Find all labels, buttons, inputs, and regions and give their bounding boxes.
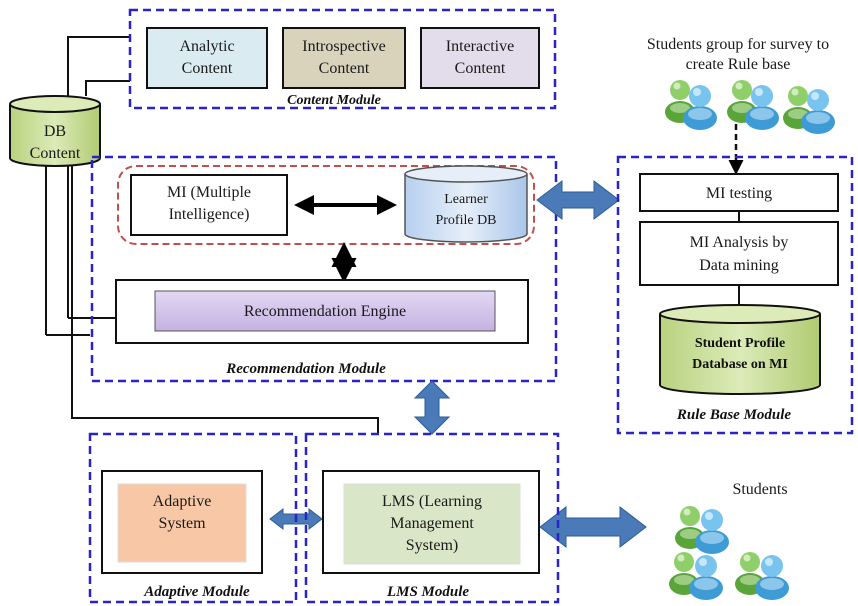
student-profile-db-cylinder: Student Profile Database on MI <box>659 304 821 395</box>
learner-profile-db-cylinder: Learner Profile DB <box>404 165 528 243</box>
introspective-label-line1: Introspective <box>302 38 386 55</box>
students-label: Students <box>732 481 787 498</box>
mi-analysis-box: MI Analysis by Data mining <box>639 221 839 286</box>
lms-line2: Management <box>390 515 474 532</box>
learner-group-highlight <box>117 165 535 245</box>
lms-module-border <box>304 432 560 604</box>
content-module-label: Content Module <box>287 93 381 108</box>
learner-profile-line1: Learner <box>444 192 488 207</box>
recommendation-rulebase-arrow <box>536 179 620 221</box>
student-profile-line2: Database on MI <box>692 357 788 372</box>
recommendation-lms-arrow <box>413 380 451 435</box>
adaptive-module-label: Adaptive Module <box>143 584 250 600</box>
db-content-line1: DB <box>44 123 66 140</box>
interactive-label-line2: Content <box>455 60 506 77</box>
mi-analysis-line1: MI Analysis by <box>690 234 789 251</box>
mi-label-line1: MI (Multiple <box>167 184 251 201</box>
interactive-content-box: Interactive Content <box>420 27 540 89</box>
db-content-cylinder: DB Content <box>9 95 101 167</box>
interactive-label-line1: Interactive <box>446 38 514 55</box>
analytic-label-line1: Analytic <box>179 38 234 55</box>
recommendation-module-label: Recommendation Module <box>225 361 386 377</box>
mi-testing-box: MI testing <box>639 173 839 212</box>
lms-line3: System) <box>406 537 458 554</box>
survey-group-line2: create Rule base <box>686 56 791 73</box>
mi-analysis-line2: Data mining <box>699 257 779 274</box>
mi-label-line2: Intelligence) <box>169 206 250 223</box>
learner-profile-line2: Profile DB <box>435 213 496 228</box>
adaptive-module-border <box>88 432 298 604</box>
mi-testing-label: MI testing <box>706 185 772 202</box>
recommendation-engine-box: Recommendation Engine <box>115 279 529 344</box>
students-icon <box>669 506 789 600</box>
analytic-label-line2: Content <box>182 60 233 77</box>
lms-students-arrow <box>539 505 647 549</box>
adaptive-system-line1: Adaptive <box>153 493 212 510</box>
survey-group-line1: Students group for survey to <box>647 36 829 53</box>
student-profile-line1: Student Profile <box>695 336 785 351</box>
content-module-border <box>128 8 557 110</box>
adaptive-system-box: Adaptive System <box>101 470 263 574</box>
rule-base-module-label: Rule Base Module <box>676 407 792 423</box>
survey-students-icon <box>665 80 835 134</box>
introspective-label-line2: Content <box>319 60 370 77</box>
lms-box: LMS (Learning Management System) <box>322 470 540 574</box>
rule-base-module-border <box>616 155 854 435</box>
lms-module-label: LMS Module <box>386 584 469 600</box>
recommendation-module-border <box>90 155 558 383</box>
recommendation-engine-label: Recommendation Engine <box>244 303 406 320</box>
analytic-content-box: Analytic Content <box>146 27 268 89</box>
introspective-content-box: Introspective Content <box>282 27 406 89</box>
lms-line1: LMS (Learning <box>382 493 482 510</box>
mi-box: MI (Multiple Intelligence) <box>130 174 288 236</box>
db-content-line2: Content <box>30 145 81 162</box>
adaptive-system-line2: System <box>158 515 206 532</box>
